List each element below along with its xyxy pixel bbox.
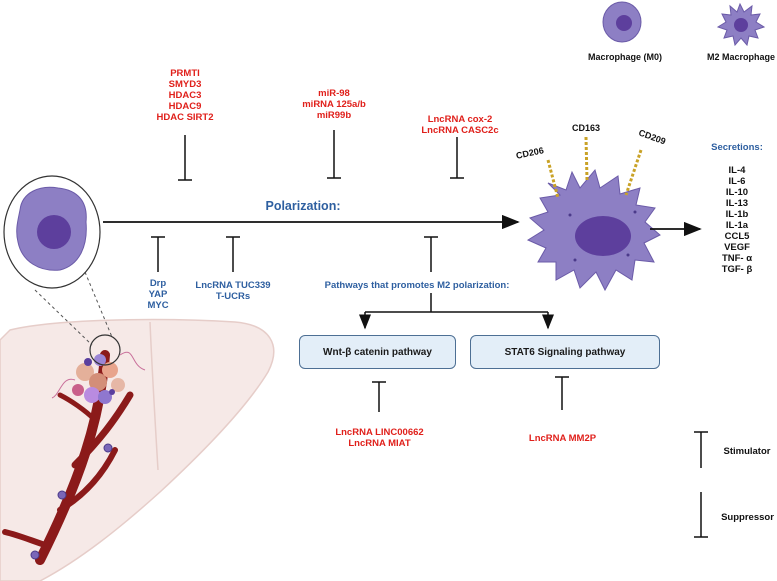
stimulator-group-drp: Drp YAP MYC xyxy=(128,278,188,311)
wnt-regulators: LncRNA LINC00662 LncRNA MIAT xyxy=(322,427,437,449)
stimulator-symbols xyxy=(151,236,569,412)
suppressor-group-mirna: miR-98 miRNA 125a/b miR99b xyxy=(284,88,384,121)
liver-shape xyxy=(0,318,275,581)
secretion-item: TGF- β xyxy=(721,264,753,275)
regulator-item: LncRNA MM2P xyxy=(528,433,597,444)
stat6-regulators: LncRNA MM2P xyxy=(515,433,610,444)
suppressor-group-lncrna: LncRNA cox-2 LncRNA CASC2c xyxy=(415,114,505,136)
receptor-cd209-icon xyxy=(624,149,643,196)
stimulator-label: Stimulator xyxy=(723,446,771,457)
regulator-item: LncRNA LINC00662 xyxy=(335,427,424,438)
m2-macrophage-large-icon xyxy=(526,168,661,292)
suppressor-item: PRMTI xyxy=(170,68,200,79)
wnt-pathway-box: Wnt-β catenin pathway xyxy=(299,335,456,369)
liver-ligament xyxy=(149,321,159,471)
marker-cd163-label: CD163 xyxy=(571,123,600,133)
secretion-item: IL-10 xyxy=(725,187,749,198)
suppressor-group-epigenetic: PRMTI SMYD3 HDAC3 HDAC9 HDAC SIRT2 xyxy=(140,68,230,123)
secretion-item: IL-6 xyxy=(728,176,746,187)
secretions-title: Secretions: xyxy=(711,142,763,153)
pathway-fork xyxy=(359,293,554,330)
secretion-item: VEGF xyxy=(724,242,750,253)
suppressor-item: LncRNA CASC2c xyxy=(421,125,499,136)
secretion-item: IL-4 xyxy=(728,165,746,176)
stat6-pathway-box: STAT6 Signaling pathway xyxy=(470,335,660,369)
stimulator-legend-icon xyxy=(694,431,708,468)
secretion-item: IL-1b xyxy=(725,209,749,220)
suppressor-item: SMYD3 xyxy=(168,79,202,90)
secretion-item: IL-1a xyxy=(725,220,749,231)
regulator-item: LncRNA MIAT xyxy=(348,438,411,449)
zoom-ring xyxy=(89,334,121,366)
stimulator-item: Drp xyxy=(149,278,167,289)
suppressor-symbols xyxy=(178,130,464,181)
receptor-cd206-icon xyxy=(546,159,560,199)
suppressor-item: miR-98 xyxy=(318,88,350,99)
secretion-item: CCL5 xyxy=(724,231,750,242)
zoomed-nucleus xyxy=(37,215,71,249)
suppressor-item: miRNA 125a/b xyxy=(302,99,366,110)
m2-macrophage-label: M2 Macrophage xyxy=(706,52,775,62)
suppressor-item: HDAC SIRT2 xyxy=(156,112,214,123)
macrophage-m0-legend-icon xyxy=(602,1,642,43)
secretion-item: TNF- α xyxy=(721,253,753,264)
stimulator-item: T-UCRs xyxy=(215,291,251,302)
stimulator-group-lncrna: LncRNA TUC339 T-UCRs xyxy=(188,280,278,302)
suppressor-item: HDAC9 xyxy=(168,101,202,112)
suppressor-item: miR99b xyxy=(316,110,352,121)
stimulator-item: LncRNA TUC339 xyxy=(195,280,271,291)
receptor-cd163-icon xyxy=(584,136,589,181)
secretion-item: IL-13 xyxy=(725,198,749,209)
suppressor-label: Suppressor xyxy=(721,512,774,523)
suppressor-legend-icon xyxy=(694,492,708,538)
zoom-line-left xyxy=(34,289,93,346)
stimulator-item: MYC xyxy=(147,300,169,311)
suppressor-item: HDAC3 xyxy=(168,90,202,101)
vessel-cells xyxy=(30,443,113,560)
polarization-label: Polarization: xyxy=(265,199,341,213)
stimulator-item: YAP xyxy=(148,289,168,300)
pathways-title: Pathways that promotes M2 polarization: xyxy=(324,280,510,291)
macrophage-m0-label: Macrophage (M0) xyxy=(587,52,662,62)
m2-macrophage-legend-icon xyxy=(716,2,766,47)
suppressor-item: LncRNA cox-2 xyxy=(427,114,493,125)
